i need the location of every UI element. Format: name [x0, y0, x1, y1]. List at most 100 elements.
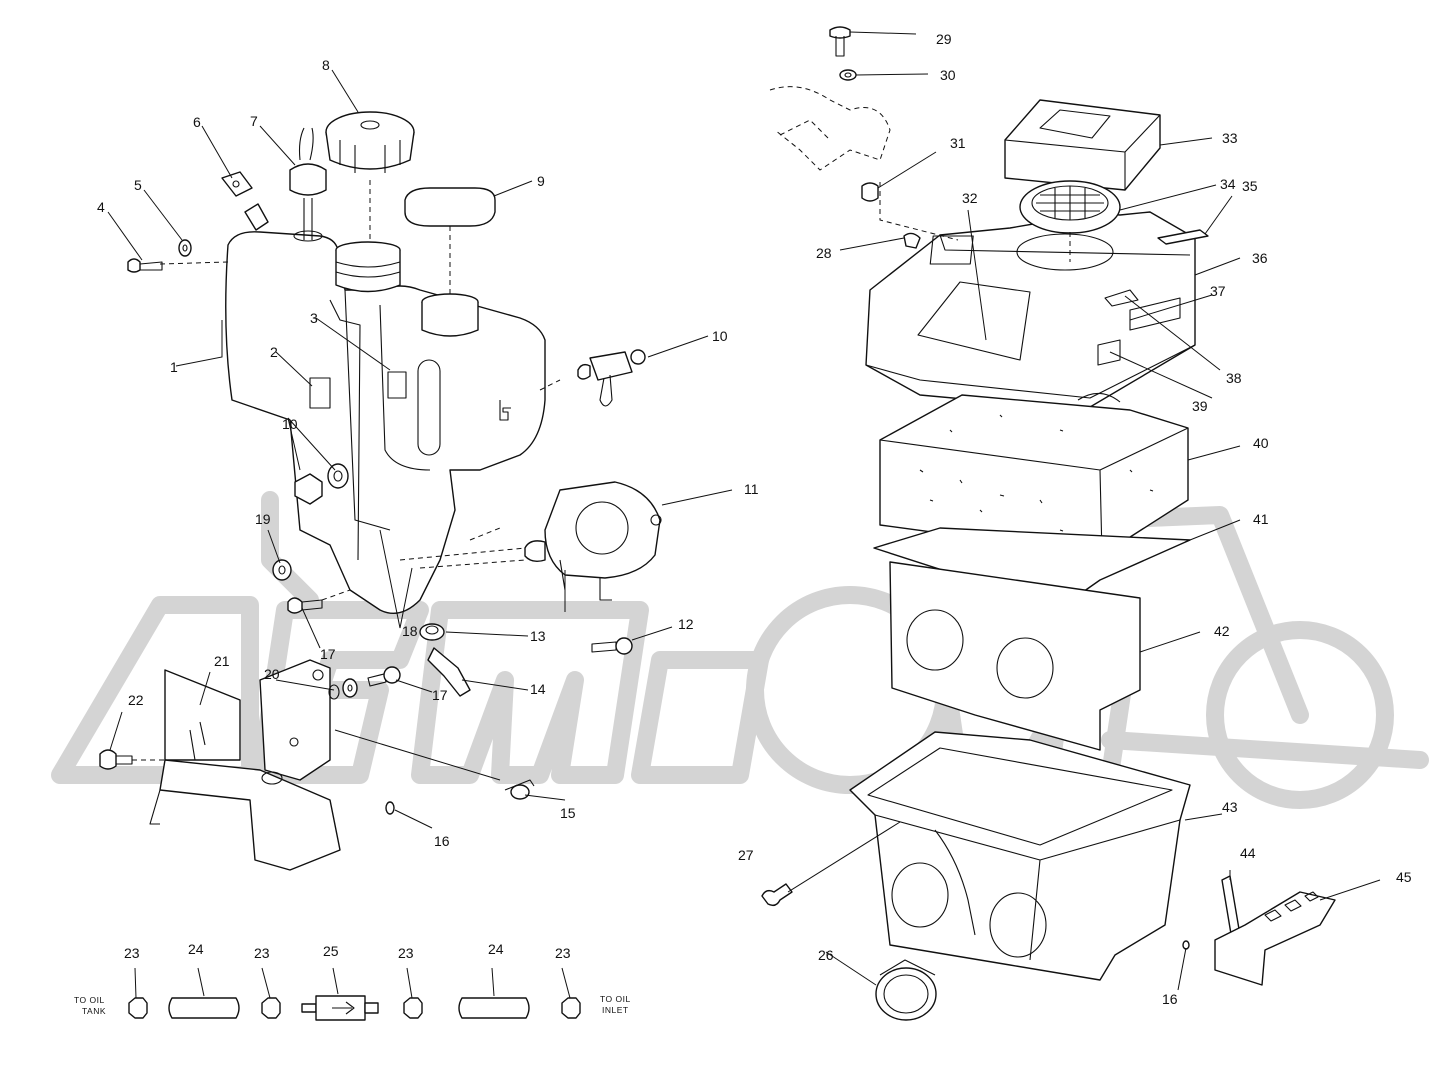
callout-29: 29: [936, 31, 952, 47]
callout-5: 5: [134, 177, 142, 193]
strip-35: [1157, 229, 1209, 245]
callout-17b: 17: [432, 687, 448, 703]
nut-10-left: [294, 463, 349, 505]
rivet-16-left: [385, 801, 395, 815]
grommet-13: [419, 623, 445, 641]
callout-26: 26: [818, 947, 834, 963]
tank-cap: [325, 111, 415, 173]
callout-30: 30: [940, 67, 956, 83]
callout-42: 42: [1214, 623, 1230, 639]
callout-27: 27: [738, 847, 754, 863]
callout-9: 9: [537, 173, 545, 189]
callout-43: 43: [1222, 799, 1238, 815]
callout-33: 33: [1222, 130, 1238, 146]
callout-10b: 10: [712, 328, 728, 344]
filter-25: [301, 995, 379, 1021]
callout-40: 40: [1253, 435, 1269, 451]
fitting-10-right: [577, 349, 646, 407]
callout-4: 4: [97, 199, 105, 215]
callout-13: 13: [530, 628, 546, 644]
callout-35: 35: [1242, 178, 1258, 194]
elbow-14: [427, 647, 471, 697]
callout-41: 41: [1253, 511, 1269, 527]
callout-24a: 24: [188, 941, 204, 957]
caption-to-oil-inlet-line2: INLET: [602, 1005, 629, 1015]
fitting-23-b: [261, 997, 281, 1019]
callout-18: 18: [402, 623, 418, 639]
callout-12: 12: [678, 616, 694, 632]
callout-10a: 10: [282, 416, 298, 432]
callout-2: 2: [270, 344, 278, 360]
fitting-23-c: [403, 997, 423, 1019]
clamp-15: [504, 779, 535, 800]
air-panel-42: [889, 561, 1141, 751]
callout-14: 14: [530, 681, 546, 697]
callout-8: 8: [322, 57, 330, 73]
callout-17a: 17: [320, 646, 336, 662]
air-screen-34: [1019, 180, 1121, 234]
callout-22: 22: [128, 692, 144, 708]
foam-pad-33: [1004, 99, 1161, 191]
callout-36: 36: [1252, 250, 1268, 266]
callout-15: 15: [560, 805, 576, 821]
mounting-bracket: [769, 86, 891, 171]
clip-6: [221, 171, 253, 197]
tab-bracket: [244, 203, 269, 231]
screw-4: [127, 258, 163, 273]
callout-31: 31: [950, 135, 966, 151]
callout-19: 19: [255, 511, 271, 527]
grommet-31: [861, 182, 879, 202]
hose-24-b: [458, 997, 530, 1019]
captions: TO OIL TANK TO OIL INLET: [74, 994, 631, 1016]
leader-lines: [107, 31, 1381, 999]
screw-28: [903, 232, 921, 249]
callout-11: 11: [744, 481, 759, 497]
callout-37: 37: [1210, 283, 1226, 299]
fitting-23-a: [128, 997, 148, 1019]
decal-2: [309, 377, 331, 409]
foam-filter-40: [879, 394, 1189, 556]
caption-to-oil-inlet-line1: TO OIL: [600, 994, 631, 1004]
callout-20: 20: [264, 666, 280, 682]
callout-16b: 16: [1162, 991, 1178, 1007]
callout-32: 32: [962, 190, 978, 206]
airbox-lid-36: [865, 211, 1196, 411]
filler-neck: [335, 241, 401, 293]
rivet-16-right: [1182, 940, 1190, 950]
callout-16a: 16: [434, 833, 450, 849]
boot-26: [875, 959, 937, 1021]
decal-3: [387, 371, 407, 399]
clamp-19: [272, 559, 292, 581]
callout-6: 6: [193, 114, 201, 130]
callout-38: 38: [1226, 370, 1242, 386]
oil-pump-11: [524, 481, 662, 601]
hose-24-a: [168, 997, 240, 1019]
callout-23c: 23: [398, 945, 414, 961]
callout-3: 3: [310, 310, 318, 326]
bracket-21: [149, 659, 341, 871]
callout-45: 45: [1396, 869, 1412, 885]
bolt-17-lower: [367, 666, 401, 687]
callout-23a: 23: [124, 945, 140, 961]
callout-44: 44: [1240, 845, 1256, 861]
reservoir-neck: [421, 293, 479, 337]
callout-28: 28: [816, 245, 832, 261]
fitting-27: [761, 883, 793, 907]
callout-24b: 24: [488, 941, 504, 957]
callout-39: 39: [1192, 398, 1208, 414]
fitting-23-d: [561, 997, 581, 1019]
secondary-cap-9: [404, 187, 496, 227]
callout-25: 25: [323, 943, 339, 959]
callout-23b: 23: [254, 945, 270, 961]
airbox-base-43: [849, 731, 1191, 981]
caption-to-oil-tank-line1: TO OIL: [74, 995, 105, 1005]
screw-29: [829, 26, 851, 57]
callout-23d: 23: [555, 945, 571, 961]
washer-30: [839, 69, 857, 81]
callout-1: 1: [170, 359, 178, 375]
washer-5: [178, 239, 192, 257]
bolt-12: [591, 637, 633, 655]
callout-34: 34: [1220, 176, 1236, 192]
